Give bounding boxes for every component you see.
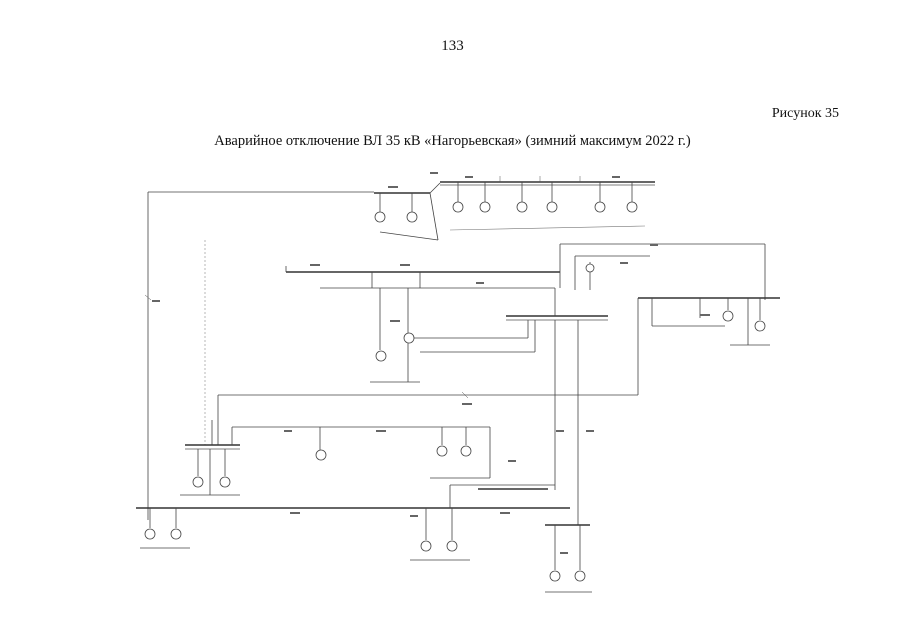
page-number: 133 xyxy=(441,38,464,54)
substation-top xyxy=(374,176,655,241)
substation-bottom-center xyxy=(410,484,555,561)
substation-bottom-left xyxy=(136,507,570,549)
substation-lower-middle xyxy=(315,427,491,479)
tie-line-lower xyxy=(217,391,638,445)
substation-right xyxy=(637,297,780,395)
left-feeder xyxy=(144,191,374,520)
substation-lower-left xyxy=(180,426,490,496)
annotation-marks xyxy=(152,172,710,554)
figure-title: Аварийное отключение ВЛ 35 кВ «Нагорьевс… xyxy=(214,133,691,149)
substation-center xyxy=(420,243,766,525)
substation-middle-left xyxy=(285,266,560,383)
figure-label: Рисунок 35 xyxy=(771,106,839,121)
substation-bottom-right xyxy=(545,524,592,593)
